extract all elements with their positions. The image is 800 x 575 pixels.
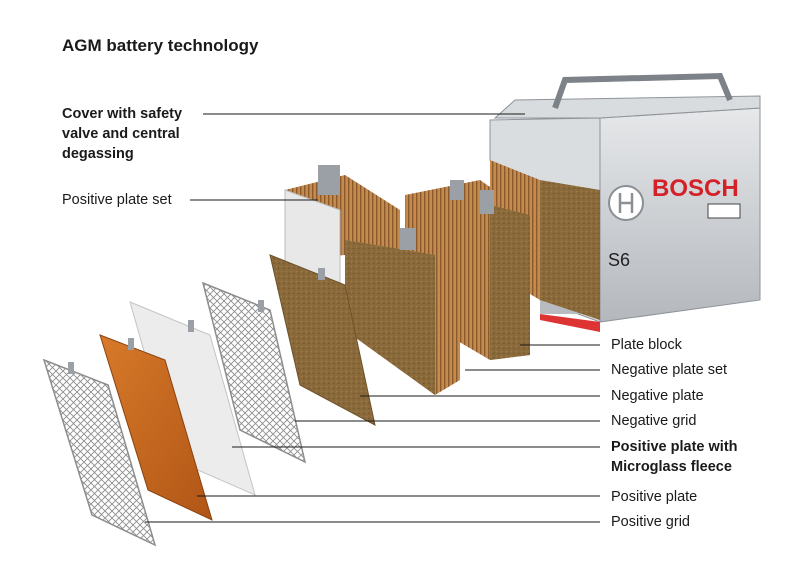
label-positive-plate-fleece: Positive plate with Microglass fleece xyxy=(611,437,738,477)
negative-grid xyxy=(201,281,307,464)
positive-plate xyxy=(99,334,213,521)
label-positive-plate-fleece-line-1: Positive plate with xyxy=(611,439,738,455)
page-title: AGM battery technology xyxy=(62,36,259,55)
label-positive-plate-set: Positive plate set xyxy=(62,192,172,208)
brand-logo: BOSCH xyxy=(652,175,739,202)
negative-plate xyxy=(269,254,376,426)
label-positive-plate: Positive plate xyxy=(611,489,698,505)
label-positive-plate-fleece-line-2: Microglass fleece xyxy=(611,459,732,475)
label-cover: Cover with safety valve and central dega… xyxy=(62,104,182,164)
label-cover-line-1: Cover with safety xyxy=(62,106,183,122)
label-cover-line-3: degassing xyxy=(62,146,134,162)
label-negative-grid: Negative grid xyxy=(611,413,697,429)
label-cover-line-2: valve and central xyxy=(62,126,180,142)
label-negative-plate: Negative plate xyxy=(611,388,704,404)
middle-plate-stack xyxy=(345,225,460,395)
label-positive-grid: Positive grid xyxy=(611,514,690,530)
positive-grid xyxy=(42,358,157,547)
battery-model: S6 xyxy=(608,250,630,270)
label-negative-plate-set: Negative plate set xyxy=(611,362,728,378)
leader-lines xyxy=(145,113,600,523)
label-plate-block: Plate block xyxy=(611,337,682,353)
